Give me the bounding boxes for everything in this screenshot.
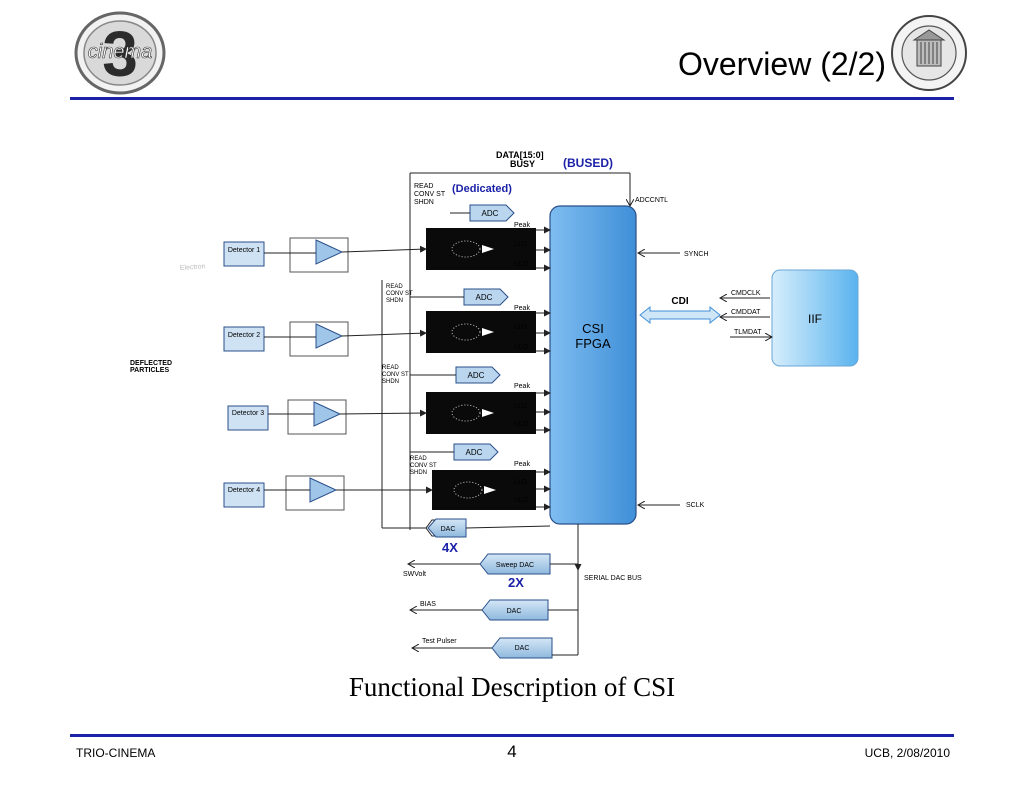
logo-text: cinema xyxy=(88,41,152,63)
svg-text:ULD: ULD xyxy=(514,344,528,351)
deflected-label-1: DEFLECTED xyxy=(130,360,172,367)
svg-text:LLD: LLD xyxy=(514,403,527,410)
csi-fpga-block xyxy=(549,205,637,525)
swvolt-label: SWVolt xyxy=(403,571,426,578)
svg-text:Detector 2: Detector 2 xyxy=(228,332,260,339)
svg-text:Electron: Electron xyxy=(180,263,206,272)
svg-text:DAC: DAC xyxy=(507,608,522,615)
logo-numeral: 3 xyxy=(102,18,138,90)
test-pulser-dac-block xyxy=(491,637,553,659)
page-number: 4 xyxy=(507,742,517,761)
cmddat-label: CMDDAT xyxy=(731,309,761,316)
svg-text:SHDN: SHDN xyxy=(382,379,399,385)
shaper-block xyxy=(426,311,536,353)
svg-text:LLD: LLD xyxy=(514,241,527,248)
adccntl-label: ADCCNTL xyxy=(635,197,668,204)
svg-text:ULD: ULD xyxy=(514,497,528,504)
svg-text:CONV ST: CONV ST xyxy=(386,291,413,297)
adc-block xyxy=(463,288,509,306)
tlmdat-label: TLMDAT xyxy=(734,329,762,336)
svg-text:ADC: ADC xyxy=(468,371,485,380)
svg-text:Detector 1: Detector 1 xyxy=(228,247,260,254)
footer-date: UCB, 2/08/2010 xyxy=(864,746,950,760)
deflected-label-2: PARTICLES xyxy=(130,367,169,374)
svg-text:Peak: Peak xyxy=(514,305,530,312)
fpga-label-1: CSI xyxy=(582,321,604,336)
bus-busy-label: BUSY xyxy=(510,159,535,169)
bias-label: BIAS xyxy=(420,601,436,608)
svg-text:READ: READ xyxy=(382,365,399,371)
cmdclk-label: CMDCLK xyxy=(731,290,761,297)
svg-text:Detector 4: Detector 4 xyxy=(228,487,260,494)
svg-text:Peak: Peak xyxy=(514,383,530,390)
sweep-2x-label: 2X xyxy=(508,575,524,590)
diagram-caption: Functional Description of CSI xyxy=(348,672,676,702)
fpga-label-2: FPGA xyxy=(575,336,611,351)
footer-rule xyxy=(70,734,954,737)
dedicated-label: (Dedicated) xyxy=(452,183,512,195)
svg-text:ULD: ULD xyxy=(514,261,528,268)
cdi-label: CDI xyxy=(671,296,688,307)
bused-label: (BUSED) xyxy=(563,156,613,170)
synch-label: SYNCH xyxy=(684,251,709,258)
svg-text:ADC: ADC xyxy=(466,448,483,457)
shaper-block xyxy=(426,392,536,434)
svg-text:DAC: DAC xyxy=(441,526,456,533)
svg-text:ADC: ADC xyxy=(476,293,493,302)
slide-title: Overview (2/2) xyxy=(677,46,886,82)
adc-block xyxy=(469,204,515,222)
svg-text:READ: READ xyxy=(410,456,427,462)
test-pulser-label: Test Pulser xyxy=(422,638,457,645)
iif-label: IIF xyxy=(808,312,822,326)
cinema-logo: 3 cinema xyxy=(74,11,166,95)
footer-project: TRIO-CINEMA xyxy=(76,746,156,760)
channel-1: ADC Peak LLD ULD Detector 1 Electron xyxy=(180,204,551,273)
svg-text:CONV ST: CONV ST xyxy=(382,372,409,378)
svg-text:Sweep DAC: Sweep DAC xyxy=(496,562,534,569)
cdi-arrow xyxy=(639,305,721,325)
serial-dac-bus-label: SERIAL DAC BUS xyxy=(584,575,642,582)
svg-text:SHDN: SHDN xyxy=(414,199,434,206)
header-rule xyxy=(70,97,954,100)
svg-text:Peak: Peak xyxy=(514,461,530,468)
svg-text:LLD: LLD xyxy=(514,324,527,331)
csi-block-diagram: DATA[15:0] BUSY (BUSED) ADCCNTL READ CON… xyxy=(130,150,859,659)
svg-text:CONV ST: CONV ST xyxy=(414,191,446,198)
channel-2: READ CONV ST SHDN ADC Peak LLD ULD Detec… xyxy=(223,284,551,357)
svg-text:ULD: ULD xyxy=(514,421,528,428)
iif-block xyxy=(771,269,859,367)
adc-block xyxy=(455,366,501,384)
svg-text:SHDN: SHDN xyxy=(386,298,403,304)
channel-3: READ CONV ST SHDN ADC Peak LLD ULD Detec… xyxy=(227,365,551,435)
university-seal xyxy=(891,15,967,91)
dac-4x-label: 4X xyxy=(442,540,458,555)
bus-data-label: DATA[15:0] xyxy=(496,150,544,160)
svg-text:READ: READ xyxy=(414,183,433,190)
svg-text:READ: READ xyxy=(386,284,403,290)
svg-text:LLD: LLD xyxy=(514,479,527,486)
adc-block xyxy=(453,443,499,461)
channel-4: READ CONV ST SHDN ADC Peak LLD ULD Detec… xyxy=(223,443,551,511)
svg-text:Detector 3: Detector 3 xyxy=(232,410,264,417)
svg-text:CONV ST: CONV ST xyxy=(410,463,437,469)
sclk-label: SCLK xyxy=(686,502,705,509)
svg-text:ADC: ADC xyxy=(482,209,499,218)
svg-text:Peak: Peak xyxy=(514,222,530,229)
svg-text:DAC: DAC xyxy=(515,645,530,652)
svg-text:SHDN: SHDN xyxy=(410,470,427,476)
shaper-block xyxy=(426,228,536,270)
